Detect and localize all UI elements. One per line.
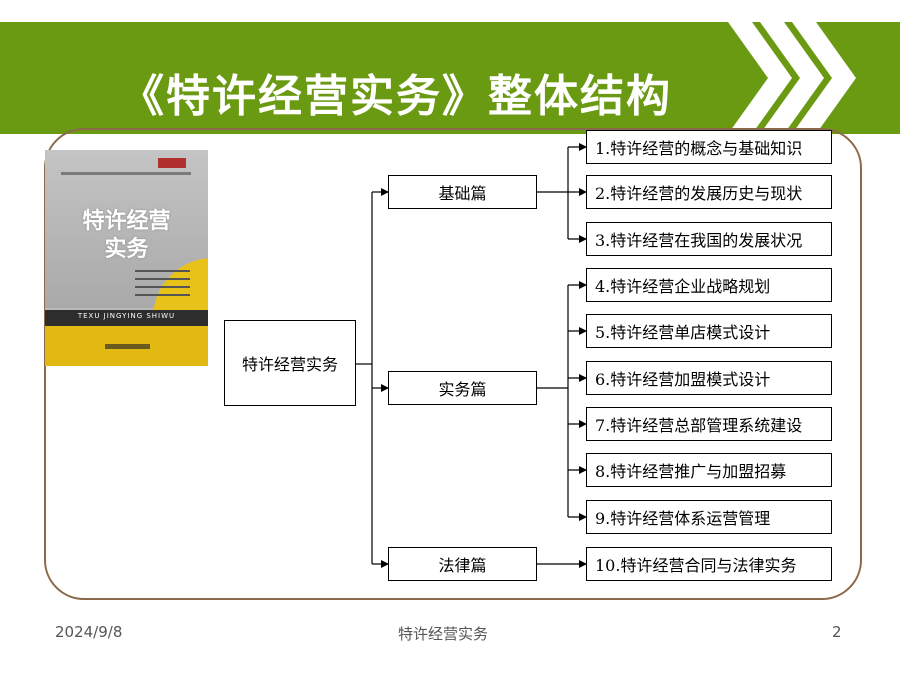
- section-label: 基础篇: [438, 184, 487, 203]
- chapter-node: 5.特许经营单店模式设计: [586, 314, 832, 348]
- title-banner: [0, 22, 900, 134]
- chapter-node: 8.特许经营推广与加盟招募: [586, 453, 832, 487]
- cover-publisher-logo: [105, 344, 150, 349]
- slide-title: 《特许经营实务》整体结构: [120, 71, 672, 122]
- publisher-badge: [158, 158, 186, 168]
- chevron-icon: [728, 22, 792, 134]
- cover-band: [45, 310, 208, 326]
- chapter-label: 6.特许经营加盟模式设计: [595, 370, 771, 389]
- chapter-node: 4.特许经营企业战略规划: [586, 268, 832, 302]
- cover-author-lines: [135, 270, 190, 302]
- chapter-node: 3.特许经营在我国的发展状况: [586, 222, 832, 256]
- chevron-icon: [760, 22, 824, 134]
- chapter-node: 10.特许经营合同与法律实务: [586, 547, 832, 581]
- chevron-icon: [792, 22, 856, 134]
- chapter-label: 2.特许经营的发展历史与现状: [595, 184, 803, 203]
- section-label: 实务篇: [438, 380, 487, 399]
- section-node-basics: 基础篇: [388, 175, 537, 209]
- chapter-label: 4.特许经营企业战略规划: [595, 277, 771, 296]
- chapter-node: 1.特许经营的概念与基础知识: [586, 130, 832, 164]
- chapter-node: 2.特许经营的发展历史与现状: [586, 175, 832, 209]
- chapter-node: 7.特许经营总部管理系统建设: [586, 407, 832, 441]
- cover-title: 特许经营 实务: [45, 208, 208, 264]
- root-node: 特许经营实务: [224, 320, 356, 406]
- section-node-practice: 实务篇: [388, 371, 537, 405]
- section-node-law: 法律篇: [388, 547, 537, 581]
- chapter-label: 5.特许经营单店模式设计: [595, 323, 771, 342]
- chapter-label: 1.特许经营的概念与基础知识: [595, 139, 803, 158]
- chapter-label: 3.特许经营在我国的发展状况: [595, 231, 803, 250]
- page-number: 2: [832, 623, 842, 641]
- chapter-label: 8.特许经营推广与加盟招募: [595, 462, 787, 481]
- chapter-label: 9.特许经营体系运营管理: [595, 509, 771, 528]
- chapter-node: 9.特许经营体系运营管理: [586, 500, 832, 534]
- chapter-label: 10.特许经营合同与法律实务: [595, 556, 797, 575]
- chapter-node: 6.特许经营加盟模式设计: [586, 361, 832, 395]
- footer-date: 2024/9/8: [55, 623, 123, 641]
- footer-title: 特许经营实务: [398, 625, 489, 643]
- section-label: 法律篇: [438, 556, 487, 575]
- cover-band-text: TEXU JINGYING SHIWU: [77, 312, 176, 320]
- root-label: 特许经营实务: [241, 355, 338, 374]
- cover-title-line2: 实务: [104, 237, 149, 262]
- cover-title-line1: 特许经营: [82, 209, 171, 234]
- chapter-label: 7.特许经营总部管理系统建设: [595, 416, 803, 435]
- book-cover-image: 特许经营 实务 TEXU JINGYING SHIWU: [45, 150, 208, 366]
